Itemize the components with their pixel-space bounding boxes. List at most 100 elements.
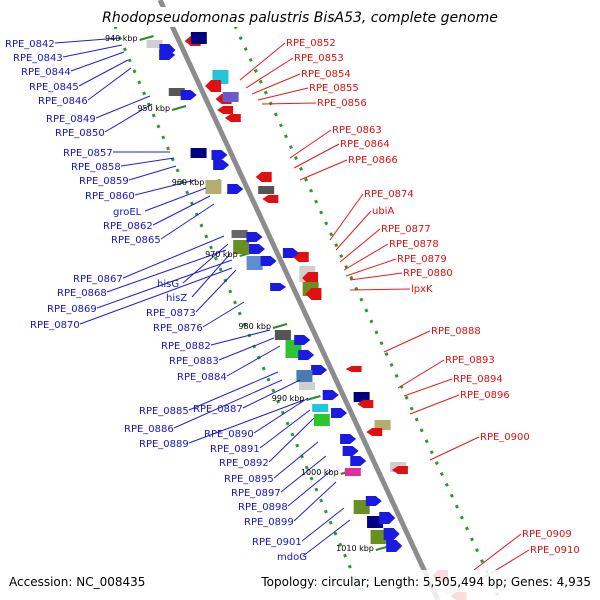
leader-line-left (301, 507, 345, 542)
leader-line-right (293, 143, 340, 169)
gene-label-right: RPE_0894 (453, 374, 503, 385)
gene-label-left: hisG (157, 279, 179, 290)
gene-label-left: RPE_0842 (5, 39, 55, 50)
forward-gene-arrow (311, 365, 328, 375)
gene-label-left: RPE_0868 (57, 288, 107, 299)
forward-gene-block (246, 256, 263, 270)
gene-label-right: RPE_0880 (403, 268, 453, 279)
forward-gene-arrow (211, 150, 228, 160)
leader-line-left (104, 103, 153, 133)
gene-label-right: RPE_0854 (301, 69, 351, 80)
gene-label-left: RPE_0844 (21, 67, 71, 78)
leader-line-right (257, 87, 309, 101)
gene-label-right: RPE_0856 (317, 98, 367, 109)
leader-line-left (273, 441, 319, 479)
forward-gene-arrow (180, 90, 197, 100)
forward-gene-block (298, 382, 315, 390)
forward-gene-arrow (246, 232, 263, 242)
kbp-label: 970 kbp (205, 250, 238, 259)
gene-label-left: RPE_0873 (146, 308, 196, 319)
leader-line-left (182, 243, 229, 284)
label-leader-lines (54, 37, 530, 581)
leader-line-left (218, 337, 275, 361)
gene-label-left: RPE_0899 (244, 517, 294, 528)
reverse-gene-arrow (345, 366, 362, 372)
gene-label-right: RPE_0888 (431, 326, 481, 337)
leader-line-left (96, 259, 233, 309)
leader-line-left (128, 165, 177, 181)
forward-gene-arrow (365, 496, 382, 506)
gene-label-left: RPE_0891 (210, 444, 260, 455)
leader-line-left (253, 397, 309, 434)
gene-label-left: RPE_0897 (231, 488, 281, 499)
leader-line-right (289, 129, 332, 159)
gene-label-right: ubiA (372, 206, 394, 217)
leader-line-left (120, 157, 175, 167)
leader-line-left (242, 379, 301, 409)
leader-line-left (122, 235, 225, 279)
forward-gene-block (367, 516, 384, 528)
footer-background (0, 570, 600, 600)
leader-line-right (339, 228, 381, 263)
leader-line-right (345, 258, 397, 277)
leader-line-right (349, 272, 403, 281)
kbp-label: 950 kbp (137, 104, 170, 113)
leader-line-right (397, 359, 445, 389)
forward-gene-arrow (159, 50, 176, 60)
forward-gene-arrow (340, 434, 357, 444)
leader-line-left (188, 399, 305, 444)
gene-label-right: RPE_0866 (348, 155, 398, 166)
gene-label-left: RPE_0859 (79, 176, 129, 187)
kbp-label: 960 kbp (172, 178, 205, 187)
leader-line-right (343, 243, 389, 271)
leader-line-left (268, 417, 315, 463)
leader-line-left (62, 44, 123, 58)
gene-label-left: RPE_0850 (55, 128, 105, 139)
forward-gene-arrow (342, 446, 359, 456)
kbp-label: 990 kbp (272, 394, 305, 403)
gene-label-left: RPE_0849 (46, 114, 96, 125)
leader-line-right (473, 533, 522, 571)
gene-label-left: RPE_0884 (177, 372, 227, 383)
forward-gene-block (353, 500, 370, 514)
forward-gene-arrow (331, 408, 348, 418)
reverse-gene-arrow (302, 272, 319, 284)
leader-line-left (134, 179, 196, 196)
gene-label-left: mdoG (277, 552, 307, 563)
forward-gene-block (370, 530, 387, 544)
gene-label-left: RPE_0882 (161, 341, 211, 352)
genome-backbone (157, 0, 441, 600)
kbp-label: 1010 kbp (336, 544, 374, 553)
forward-gene-block (168, 88, 185, 96)
forward-gene-arrow (383, 528, 400, 540)
forward-gene-block (190, 148, 207, 158)
gene-label-right: RPE_0877 (381, 224, 431, 235)
gene-label-right: RPE_0893 (445, 355, 495, 366)
leader-line-left (54, 37, 121, 44)
kbp-tick (171, 105, 187, 111)
gene-label-right: RPE_0863 (332, 125, 382, 136)
leader-line-left (280, 455, 327, 493)
leader-line-right (299, 159, 348, 181)
gene-label-left: RPE_0846 (38, 96, 88, 107)
gene-label-left: RPE_0889 (139, 439, 189, 450)
gene-label-left: RPE_0895 (224, 474, 274, 485)
genome-summary: Topology: circular; Length: 5,505,494 bp… (260, 575, 591, 589)
forward-gene-arrow (298, 350, 315, 360)
forward-gene-block (313, 414, 330, 426)
reverse-gene-block (374, 420, 391, 430)
forward-gene-arrow (294, 335, 311, 345)
leader-line-left (87, 67, 132, 101)
gene-label-left: RPE_0862 (103, 221, 153, 232)
leader-line-right (429, 436, 480, 461)
gene-label-right: RPE_0909 (522, 529, 572, 540)
leader-line-right (409, 394, 460, 415)
forward-gene-arrow (213, 160, 230, 170)
forward-gene-block (312, 404, 329, 412)
forward-gene-block (146, 40, 163, 48)
gene-label-left: RPE_0892 (219, 458, 269, 469)
map-title: Rhodopseudomonas palustris BisA53, compl… (102, 10, 498, 26)
gene-label-left: RPE_0890 (204, 429, 254, 440)
leader-line-left (144, 187, 207, 212)
